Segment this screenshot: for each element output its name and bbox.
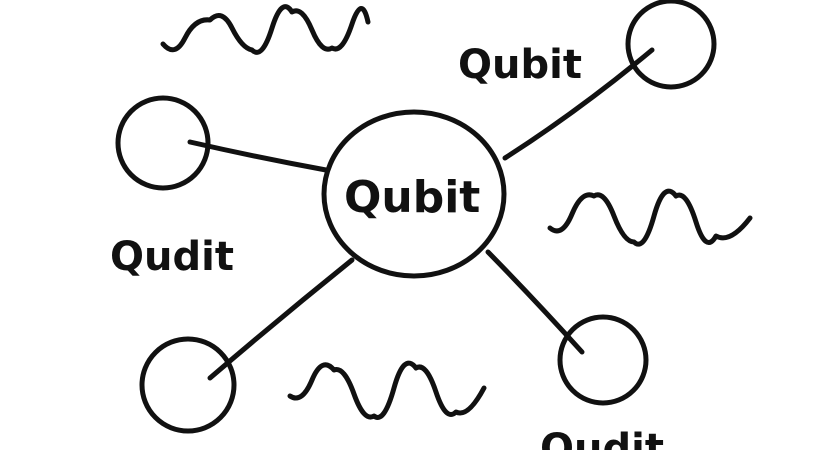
bottom-right-node-circle — [557, 314, 649, 406]
top-right-label: Qubit — [458, 42, 582, 88]
link-center-to-bottom-right-node — [485, 249, 585, 355]
right-wave — [547, 188, 753, 247]
left-label: Qudit — [110, 234, 234, 280]
bottom-left-node-circle — [139, 336, 237, 434]
bottom-right-label: Qudit — [540, 426, 664, 450]
top-wave — [160, 4, 371, 55]
top-right-node-circle — [625, 0, 717, 90]
left-node-circle — [115, 95, 211, 191]
bottom-wave — [287, 360, 487, 420]
link-center-to-left-node — [187, 139, 329, 173]
center-node-label: Qubit — [344, 172, 480, 223]
center-node-circle — [321, 109, 507, 279]
